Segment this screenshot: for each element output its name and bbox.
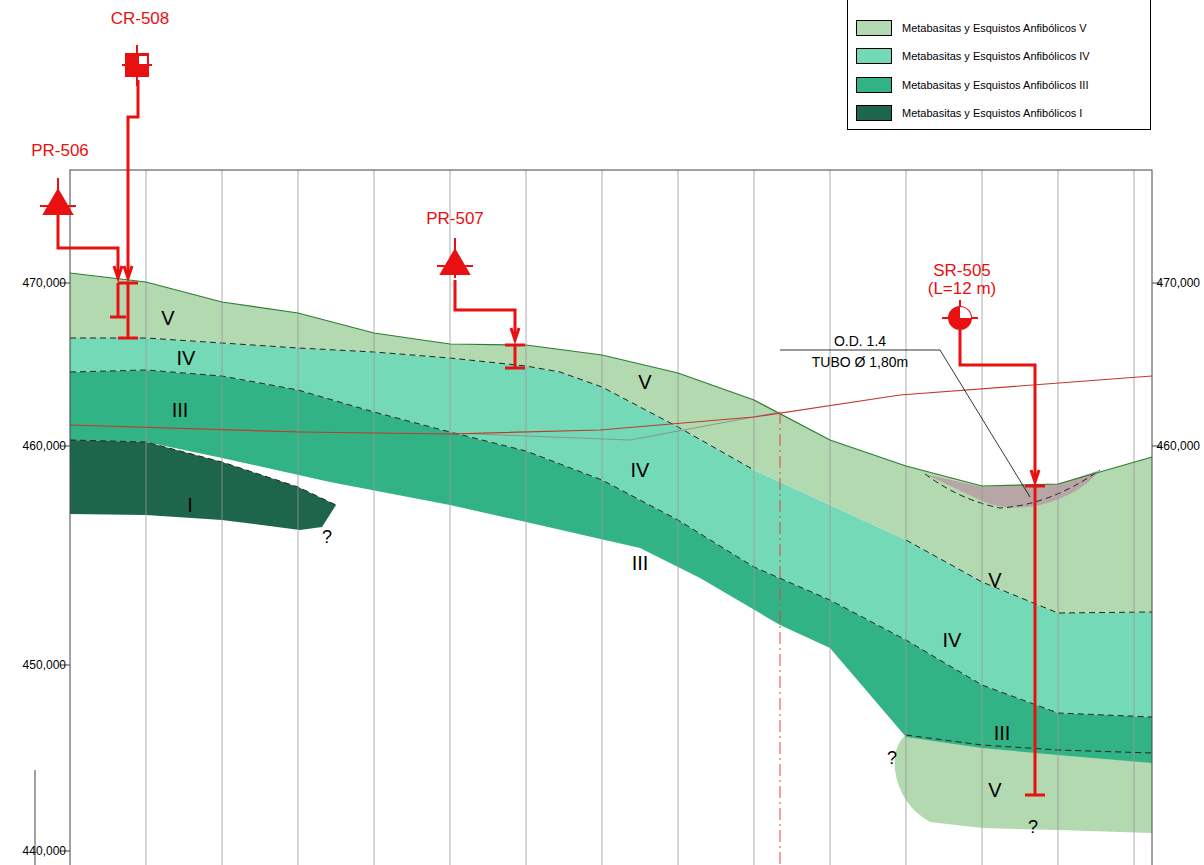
unit-label: III [994,723,1011,743]
borehole-label: (L=12 m) [928,280,997,297]
borehole-label: CR-508 [111,10,170,27]
elevation-label: 470,000 [1157,277,1200,289]
unit-label: V [988,780,1001,800]
legend-row: Metabasitas y Esquistos Anfibólicos IV [856,48,1090,65]
unit-label: ? [1028,818,1038,836]
unit-label: IV [177,348,196,368]
legend-text: Metabasitas y Esquistos Anfibólicos IV [902,50,1090,62]
legend-swatch [856,20,892,36]
unit-label: V [161,308,174,328]
legend-text: Metabasitas y Esquistos Anfibólicos III [902,79,1088,91]
unit-label: V [638,372,651,392]
unit-label: IV [631,460,650,480]
legend-row: Metabasitas y Esquistos Anfibólicos V [856,19,1087,36]
callout-text: O.D. 1.4 [834,334,886,348]
callout-text: TUBO Ø 1,80m [812,355,908,369]
unit-label: ? [887,749,897,767]
legend-row: Metabasitas y Esquistos Anfibólicos I [856,105,1082,122]
legend-swatch [856,48,892,64]
legend-row: Metabasitas y Esquistos Anfibólicos III [856,76,1088,93]
unit-label: III [632,553,649,573]
unit-label: I [187,495,193,515]
legend-box: Metabasitas y Esquistos Anfibólicos V Met… [847,0,1151,130]
legend-text: Metabasitas y Esquistos Anfibólicos I [902,107,1082,119]
legend-text: Metabasitas y Esquistos Anfibólicos V [902,22,1087,34]
borehole-label: SR-505 [933,262,991,279]
unit-label: IV [943,630,962,650]
elevation-label: 440,000 [23,845,66,857]
elevation-label: 460,000 [23,440,66,452]
legend-swatch [856,77,892,93]
borehole-label: PR-506 [31,142,89,159]
unit-label: V [988,570,1001,590]
borehole-label: PR-507 [426,210,484,227]
elevation-label: 460,000 [1157,440,1200,452]
legend-swatch [856,105,892,121]
unit-label: III [172,400,189,420]
elevation-label: 470,000 [23,277,66,289]
unit-label: ? [322,528,332,546]
elevation-label: 450,000 [23,659,66,671]
